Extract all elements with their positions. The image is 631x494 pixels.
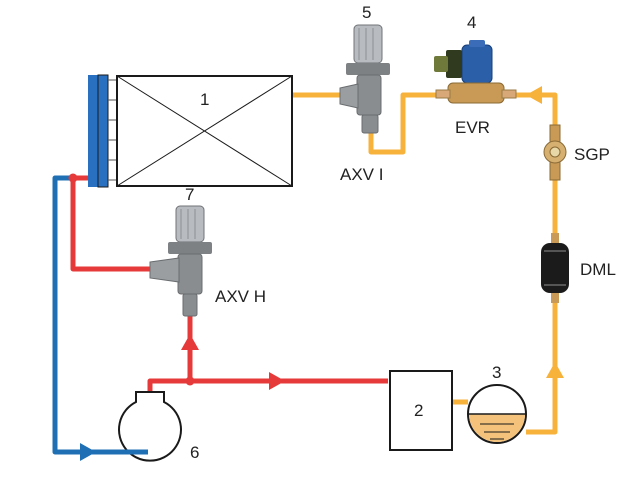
sight-glass-label: SGP <box>574 145 610 164</box>
junction-dot <box>68 173 78 183</box>
sight-glass: SGP <box>543 124 610 181</box>
hot-gas-receiver: 2 <box>389 370 453 451</box>
compressor: 6 <box>118 391 199 462</box>
valve-4-label: EVR <box>455 118 490 137</box>
expansion-valve-main: 5 AXV I <box>339 3 390 184</box>
valve-5-number: 5 <box>362 3 371 22</box>
triangle-arrow-icon <box>269 372 285 390</box>
triangle-arrow-icon <box>526 86 542 104</box>
triangle-arrow-icon <box>181 334 199 350</box>
valve-5-label: AXV I <box>340 165 383 184</box>
triangle-arrow-icon <box>80 443 96 461</box>
receiver-2-number: 2 <box>414 401 423 420</box>
triangle-arrow-icon <box>546 362 564 378</box>
liquid-receiver: 3 <box>467 363 527 444</box>
filter-drier-label: DML <box>580 260 616 279</box>
valve-7-number: 7 <box>185 185 194 204</box>
compressor-number: 6 <box>190 443 199 462</box>
liquid-line <box>292 92 558 435</box>
evaporator: 1 <box>88 74 293 188</box>
junction-dot <box>185 376 195 386</box>
receiver-3-number: 3 <box>492 363 501 382</box>
evaporator-number: 1 <box>200 90 209 109</box>
filter-drier: DML <box>541 233 616 303</box>
solenoid-valve: 4 EVR <box>434 13 517 137</box>
hot-gas-line <box>70 175 388 393</box>
expansion-valve-hot: 7 AXV H <box>149 185 266 317</box>
valve-4-number: 4 <box>467 13 476 32</box>
valve-7-label: AXV H <box>215 287 266 306</box>
